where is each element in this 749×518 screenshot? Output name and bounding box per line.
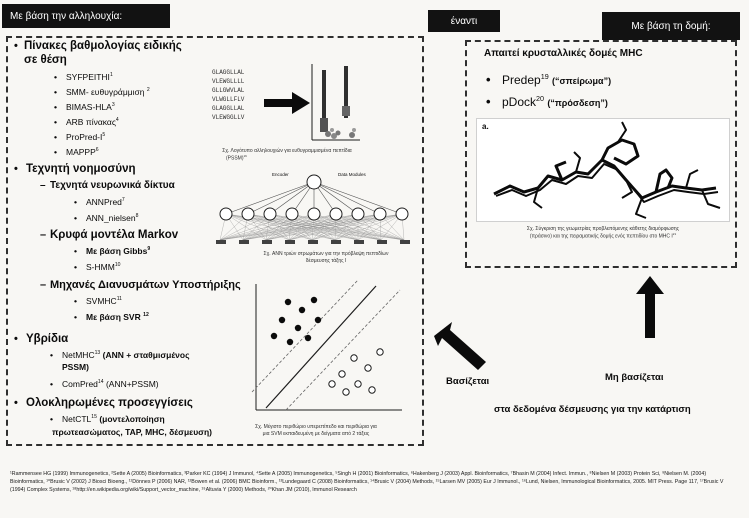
sequence-logo [311,64,360,141]
list-item: SMM- ευθυγράμμιση 2 [66,87,150,97]
peptide-structure-drawing [493,121,721,219]
list-item: BIMAS-HLA3 [66,102,115,112]
scoring-matrices-title-1: Πίνακες βαθμολογίας ειδικής [24,40,182,52]
list-item: ARB πίνακας4 [66,117,119,127]
header-sequence-based: Με βάση την αλληλουχία: [2,4,170,28]
based-label: Βασίζεται [446,376,490,387]
hybrid-title: Υβρίδια [26,333,69,345]
list-item-continued: πρωτεασώματος, TAP, MHC, δέσμευση) [52,427,212,437]
decoder-label: Data Modules [338,172,366,177]
ann-caption: Σχ. ANN τριών στρωμάτων για την πρόβλεψη… [263,251,389,264]
list-item: NetMHC13 (ANN + σταθμισμένος [62,350,190,360]
header-sequence-based-text: Με βάση την αλληλουχία: [10,10,123,22]
up-arrow-icon [636,276,664,338]
ai-title: Τεχνητή νοημοσύνη [26,163,136,175]
svm-plot [251,280,402,411]
list-item: NetCTL15 (μοντελοποίηση [62,414,165,424]
list-item: Predep19 (“σπείρωμα”) [502,72,612,87]
hmm-title: Κρυφά μοντέλα Markov [50,229,179,241]
list-item: ANNPred7 [86,197,125,207]
figure-letter: a. [482,122,489,131]
training-data-label: στα δεδομένα δέσμευσης για την κατάρτιση [494,404,691,415]
scoring-matrices-title-2: σε θέση [24,54,67,66]
ann-title: Τεχνητά νευρωνικά δίκτυα [50,180,175,191]
list-item: Με βάση Gibbs9 [86,246,151,256]
header-structure-based-text: Με βάση τη δομή: [631,20,711,32]
encoder-label: Encoder [272,172,289,177]
integrated-title: Ολοκληρωμένες προσεγγίσεις [26,397,193,409]
svm-title: Μηχανές Διανυσμάτων Υποστήριξης [50,279,241,291]
references: ¹Rammensee HG (1999) Immunogenetics, ²Se… [10,471,724,494]
structure-caption: Σχ. Σύγκριση της γεωμετρίας προβλεπόμενη… [526,226,680,240]
structure-methods-panel [465,40,737,268]
svm-caption: Σχ. Μέγιστο περιθώριο υπερεπίπεδο και πε… [255,424,377,437]
list-item: ProPred-I5 [66,132,106,142]
list-item-continued: PSSM) [62,362,89,372]
list-item: pDock20 (“πρόσδεση”) [502,94,608,109]
header-structure-based: Με βάση τη δομή: [602,12,740,40]
list-item: Με βάση SVR 12 [86,312,149,322]
bullet-dot: • [14,163,18,175]
list-item: S-HMM10 [86,262,121,272]
list-item: ANN_nielsen8 [86,213,139,223]
diagonal-arrow-icon [434,322,486,370]
pssm-caption: Σχ. Λογότυπο αλληλουχιών για ευθυγραμμισ… [222,148,352,162]
not-based-label: Μη βασίζεται [605,372,664,383]
bullet-dot: • [14,40,18,52]
list-item: ComPred14 (ANN+PSSM) [62,379,159,389]
structure-panel-title: Απαιτεί κρυσταλλικές δομές MHC [484,48,643,59]
sequence-methods-panel [6,36,424,446]
header-versus-text: έναντι [450,15,478,27]
list-item: SYFPEITHI1 [66,72,113,82]
list-item: MAPPP6 [66,147,99,157]
ann-network-diagram [216,174,410,244]
header-versus: έναντι [428,10,500,32]
right-arrow-icon [264,92,310,114]
list-item: SVMHC11 [86,296,122,306]
